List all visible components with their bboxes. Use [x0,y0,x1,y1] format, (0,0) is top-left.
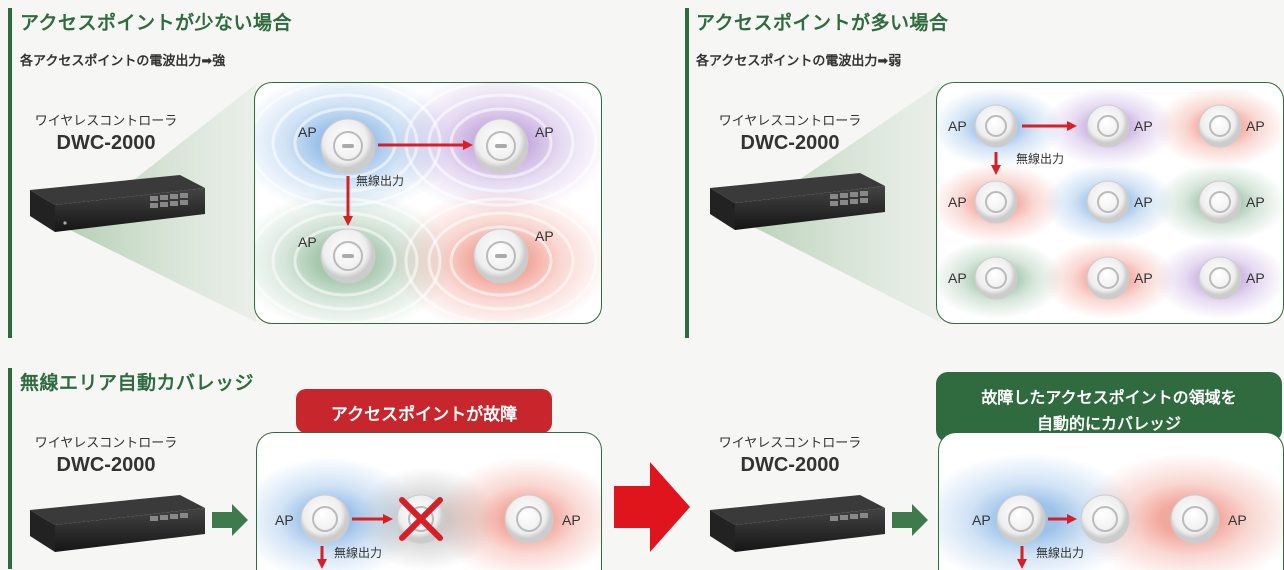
section-few-title: アクセスポイントが少ない場合 [20,12,293,34]
access-point-icon [320,228,376,284]
ap-label: AP [298,234,317,250]
controller-label: ワイヤレスコントローラ [34,436,178,451]
coverage-callout-line1: 故障したアクセスポイントの領域を [981,388,1237,407]
access-point-icon [1086,256,1130,300]
access-point-icon [1198,180,1242,224]
access-point-icon [1170,494,1220,544]
ap-label: AP [535,228,554,244]
coverage-callout [936,372,1282,442]
access-point-icon [320,118,376,174]
ap-label: AP [948,270,967,286]
controller-model: DWC-2000 [740,132,840,154]
controller-label: ワイヤレスコントローラ [718,114,862,129]
access-point-icon [1080,494,1130,544]
ap-label: AP [1228,512,1247,528]
access-point-icon [1086,104,1130,148]
section-auto-bar [8,368,12,569]
right-arrow-icon [212,504,248,536]
access-point-icon [1198,104,1242,148]
ap-label: AP [948,118,967,134]
access-point-icon [1198,256,1242,300]
ap-label: AP [535,124,554,140]
access-point-icon [974,256,1018,300]
output-label: 無線出力 [334,546,383,560]
section-many-bar [685,8,689,338]
ap-label: AP [1246,194,1265,210]
access-point-icon [974,104,1018,148]
right-arrow-icon [614,462,690,552]
failure-callout [296,389,552,433]
access-point-icon [974,180,1018,224]
output-label: 無線出力 [1036,546,1085,560]
section-few-subtitle: 各アクセスポイントの電波出力➡強 [20,54,226,69]
access-point-icon [1086,180,1130,224]
section-many-subtitle: 各アクセスポイントの電波出力➡弱 [696,54,902,69]
section-auto-title: 無線エリア自動カバレッジ [20,372,255,394]
network-switch-icon [710,173,885,230]
panel-few-aps [254,82,602,324]
access-point-icon [300,494,350,544]
access-point-icon [473,118,529,174]
ap-label: AP [1246,270,1265,286]
controller-model: DWC-2000 [740,454,840,476]
access-point-icon [504,494,554,544]
coverage-callout-line2: 自動的にカバレッジ [1036,414,1181,433]
access-point-icon [996,494,1046,544]
ap-label: AP [1134,270,1153,286]
controller-label: ワイヤレスコントローラ [718,436,862,451]
right-arrow-icon [892,504,928,536]
controller-label: ワイヤレスコントローラ [34,114,178,129]
access-point-icon [473,228,529,284]
ap-label: AP [1134,194,1153,210]
ap-label: AP [948,194,967,210]
failure-callout-text: アクセスポイントが故障 [330,405,518,425]
ap-label: AP [562,512,581,528]
red-x-icon [399,497,443,541]
network-switch-icon [710,495,885,552]
network-switch-icon [30,175,205,232]
ap-label: AP [298,124,317,140]
controller-model: DWC-2000 [56,132,156,154]
section-many-title: アクセスポイントが多い場合 [696,12,949,34]
ap-label: AP [1246,118,1265,134]
ap-label: AP [1134,118,1153,134]
controller-model: DWC-2000 [56,454,156,476]
section-few-bar [8,8,12,338]
output-label: 無線出力 [356,174,405,188]
output-label: 無線出力 [1016,152,1065,166]
ap-label: AP [275,512,294,528]
ap-label: AP [972,512,991,528]
network-switch-icon [30,495,205,552]
